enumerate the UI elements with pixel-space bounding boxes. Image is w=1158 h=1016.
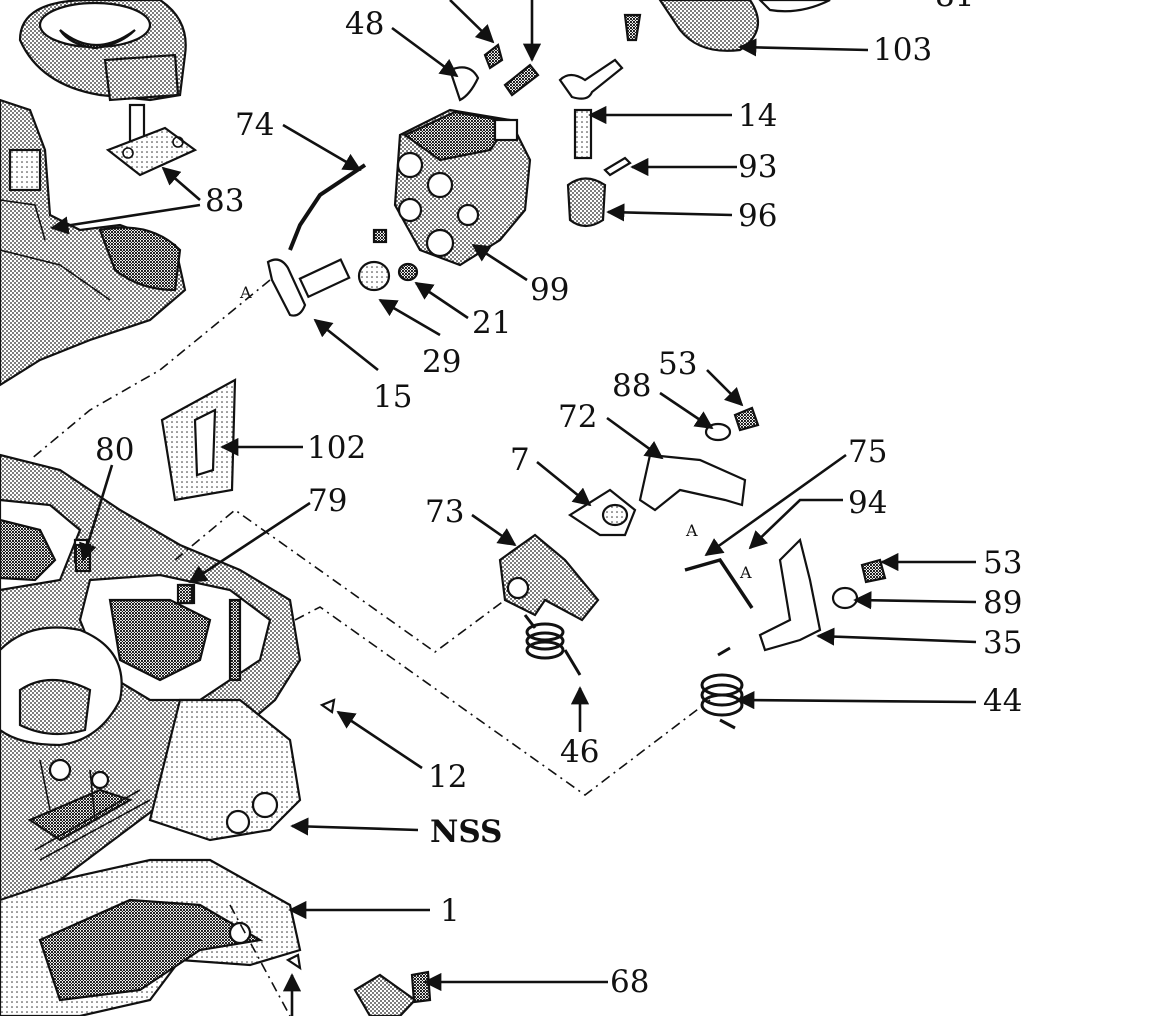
marker-a-upper: A <box>239 283 252 302</box>
callout-99: 99 <box>530 272 569 308</box>
choke-housing <box>393 108 532 267</box>
air-horn-assembly <box>0 0 198 387</box>
callout-93: 93 <box>738 149 777 185</box>
callout-1: 1 <box>440 893 460 929</box>
callout-7: 7 <box>510 442 530 478</box>
carburetor-main-body <box>0 453 302 912</box>
marker-a-rod: A <box>685 521 698 540</box>
callout-81: 81 <box>935 0 974 14</box>
callout-46: 46 <box>560 734 599 770</box>
callout-21: 21 <box>472 305 511 341</box>
callout-44: 44 <box>983 683 1022 719</box>
callout-80: 80 <box>95 432 134 468</box>
callout-103: 103 <box>873 32 932 68</box>
callout-35: 35 <box>983 625 1022 661</box>
callout-79: 79 <box>308 483 347 519</box>
marker-a-bracket: A <box>739 563 752 582</box>
callout-72: 72 <box>558 399 597 435</box>
callout-14: 14 <box>738 98 777 134</box>
callout-74: 74 <box>235 107 274 143</box>
leader-lines <box>50 0 977 1016</box>
callout-88: 88 <box>612 368 651 404</box>
callout-15: 15 <box>373 379 412 415</box>
alignment-markers: A A A <box>239 283 752 582</box>
callout-75: 75 <box>848 434 887 470</box>
callout-96: 96 <box>738 198 777 234</box>
callout-labels: 48 81 103 74 14 93 83 96 99 21 29 15 53 … <box>95 0 1022 1000</box>
callout-73: 73 <box>425 494 464 530</box>
callout-83: 83 <box>205 183 244 219</box>
alignment-lines <box>29 279 711 1016</box>
callout-48: 48 <box>345 6 384 42</box>
callout-53-right: 53 <box>983 545 1022 581</box>
small-parts <box>74 0 887 1016</box>
callout-12: 12 <box>428 759 467 795</box>
callout-94: 94 <box>848 485 887 521</box>
callout-29: 29 <box>422 344 461 380</box>
callout-102: 102 <box>307 430 366 466</box>
callout-89: 89 <box>983 585 1022 621</box>
callout-nss: NSS <box>430 814 502 850</box>
throttle-body-base <box>0 858 302 1016</box>
callout-53-top: 53 <box>658 346 697 382</box>
callout-68: 68 <box>610 964 649 1000</box>
